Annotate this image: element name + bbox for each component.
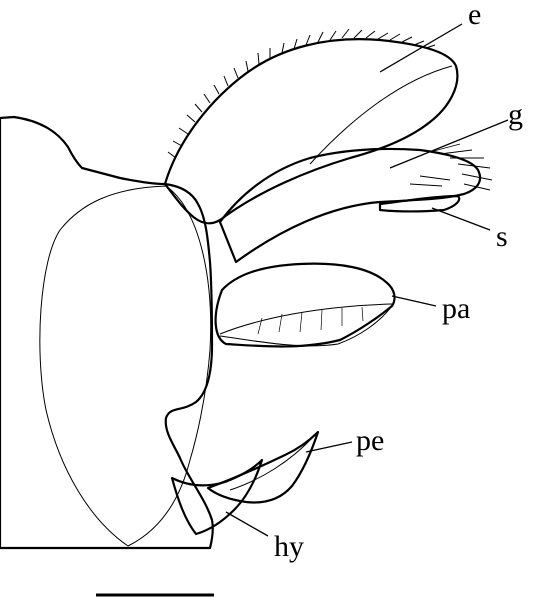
label-pe: pe	[356, 424, 384, 457]
label-s: s	[496, 220, 508, 253]
label-g: g	[508, 98, 523, 131]
body-segment	[0, 117, 213, 548]
paramere	[216, 264, 395, 347]
leader-lines	[226, 24, 508, 536]
label-e: e	[468, 0, 481, 31]
gonostylus-lobe	[220, 144, 492, 262]
label-pa: pa	[442, 292, 470, 325]
label-hy: hy	[274, 530, 304, 563]
slender-process	[380, 196, 459, 212]
epiproct-lobe	[165, 29, 457, 223]
aedeagus	[208, 432, 318, 502]
